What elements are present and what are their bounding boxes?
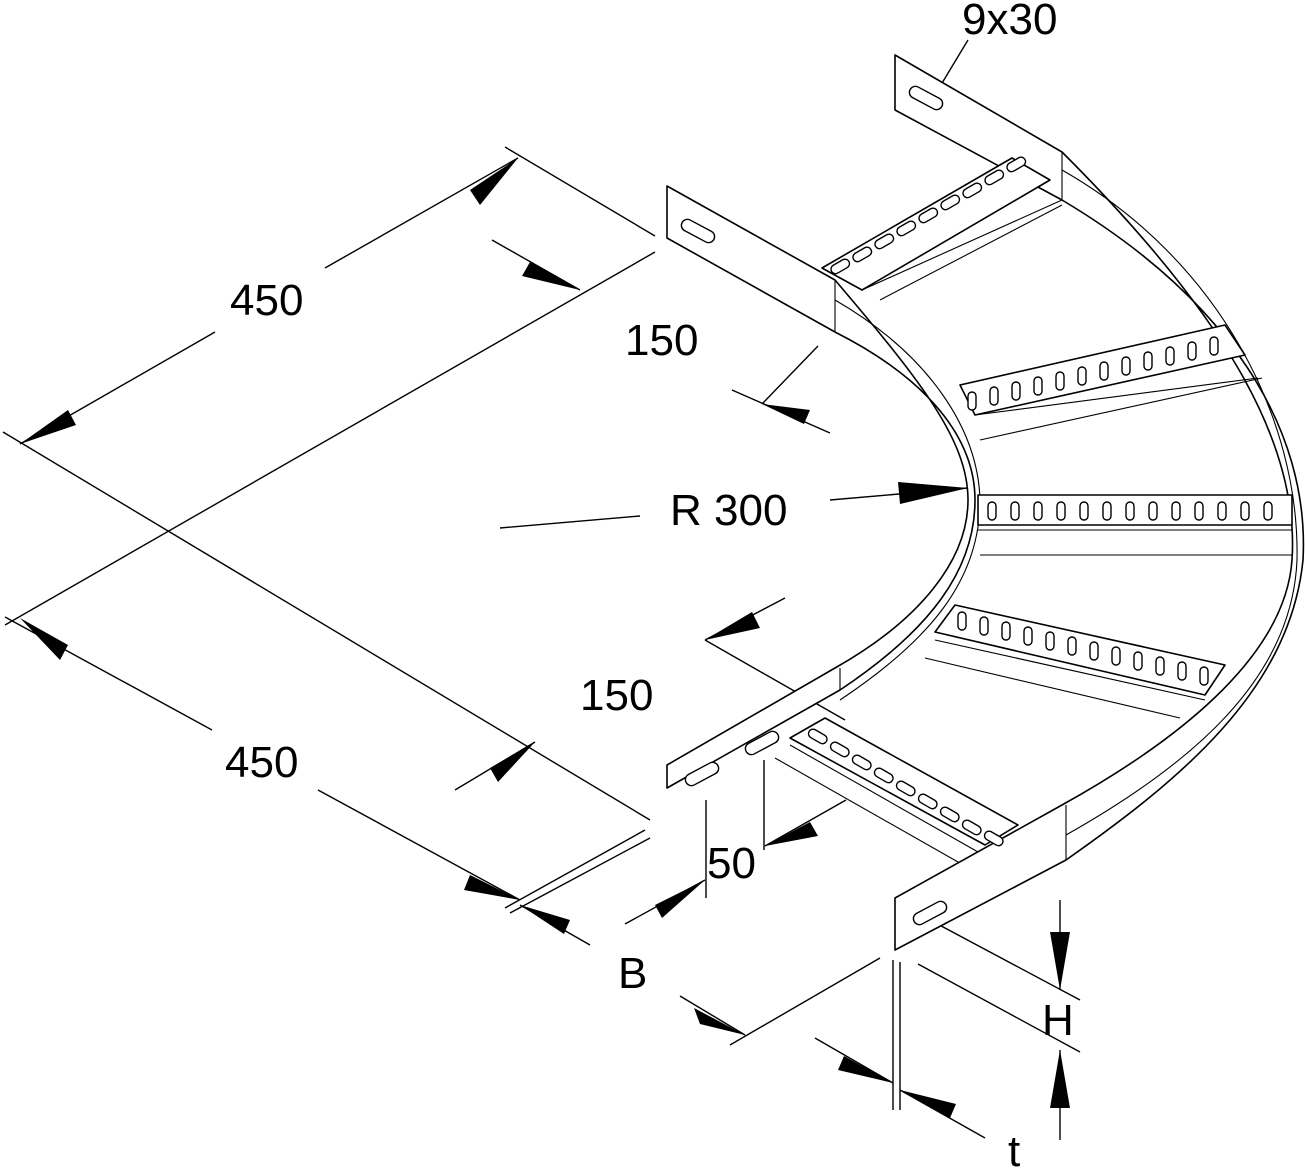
outer-rail: [894, 54, 1305, 951]
rung-1: [821, 157, 1051, 291]
length-bottom-label: 450: [225, 738, 298, 787]
thickness-label: t: [1008, 1127, 1020, 1170]
radius-label: R 300: [670, 486, 787, 535]
arrowheads: [20, 158, 1070, 1118]
height-label: H: [1042, 996, 1074, 1045]
dimension-lines: [2, 39, 1081, 1140]
inner-rail: [666, 185, 976, 789]
offset-bottom-label: 150: [580, 671, 653, 720]
cable-ladder-bend: [666, 54, 1305, 951]
rung-slots: [807, 156, 1273, 847]
dimension-labels: 9x30 450 150 R 300 150 450 50 B H t: [225, 0, 1074, 1170]
width-label: B: [618, 949, 647, 998]
offset-top-label: 150: [625, 316, 698, 365]
rung-spacing-label: 50: [707, 839, 756, 888]
slot-size-label: 9x30: [962, 0, 1057, 44]
length-top-label: 450: [230, 276, 303, 325]
rung-3: [977, 494, 1293, 526]
